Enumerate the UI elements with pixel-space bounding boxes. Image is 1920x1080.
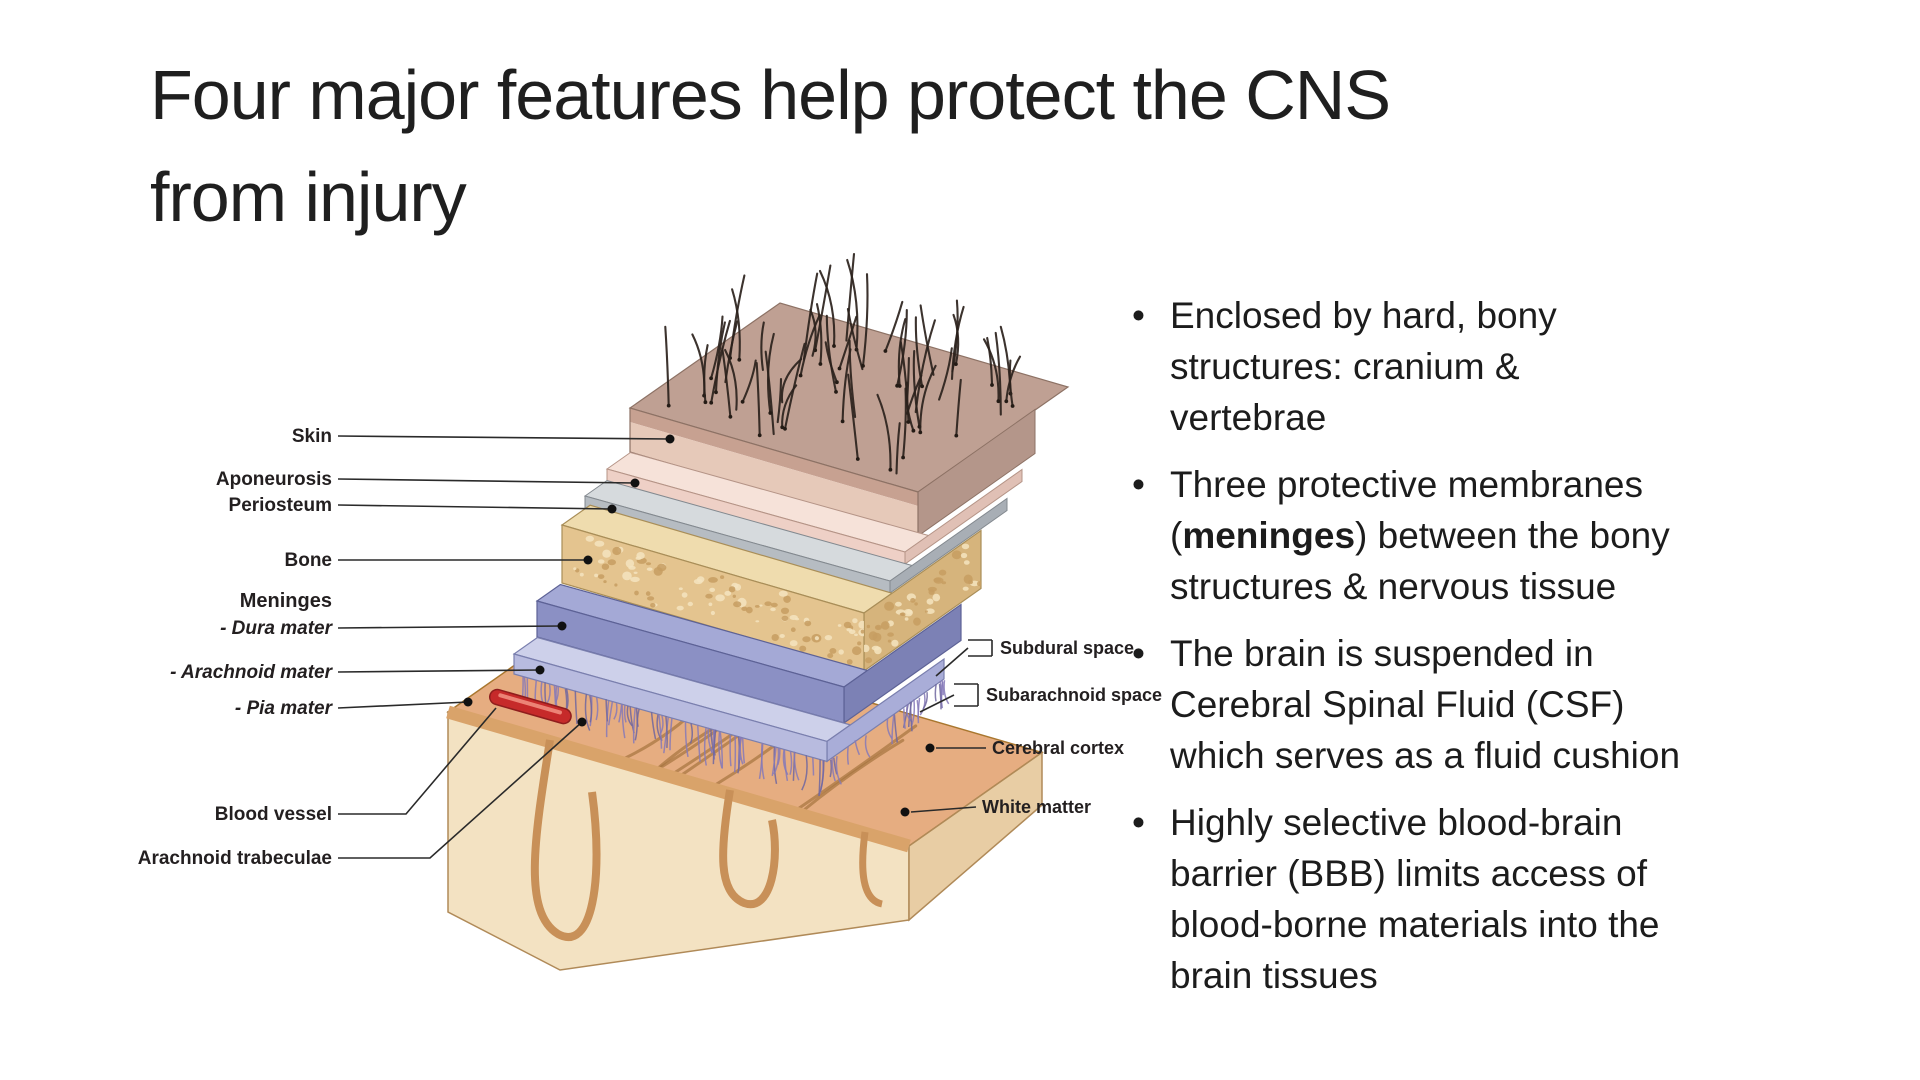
arachnoid-trabeculae-fringe [520,676,950,797]
subarachnoid-bracket [954,683,979,707]
brain-block [446,705,1043,971]
slide-title-line2: from injury [150,158,467,236]
bullet-marker: • [1132,295,1145,336]
label-arachnoid-mater: - Arachnoid mater [170,662,333,683]
bullet-marker: • [1132,464,1145,505]
aponeurosis-layer [605,451,1023,565]
label-arachnoid-trabeculae: Arachnoid trabeculae [138,848,332,869]
skin-layer [628,252,1070,537]
bullet-item-2: • Three protective membranes (meninges) … [1132,459,1680,612]
bullet-item-3: • The brain is suspended in Cerebral Spi… [1132,628,1680,781]
slide-title: Four major features help protect the CNS… [150,44,1391,248]
label-periosteum: Periosteum [229,495,332,516]
slide-title-line1: Four major features help protect the CNS [150,56,1391,134]
label-subdural-space: Subdural space [1000,638,1134,658]
bullet-item-1: • Enclosed by hard, bony structures: cra… [1132,290,1680,443]
bone-layer [560,504,982,673]
gyrus-sulcus-3 [859,831,884,908]
label-skin: Skin [292,426,332,447]
hair-strands [664,252,1022,475]
label-blood-vessel: Blood vessel [215,804,332,825]
label-aponeurosis: Aponeurosis [216,469,332,490]
leader-lines [337,434,993,859]
subdural-bracket [968,639,993,657]
bullet-list: • Enclosed by hard, bony structures: cra… [1132,290,1680,1017]
arachnoid-mater-layer [512,636,945,763]
label-pia-mater: - Pia mater [235,698,334,719]
cortex-band [446,705,911,853]
blood-vessel-graphic [488,688,572,725]
label-cerebral-cortex: Cerebral cortex [992,738,1124,758]
label-meninges: Meninges [240,590,332,612]
bullet-marker: • [1132,802,1145,843]
label-bone: Bone [285,550,333,571]
label-dura-mater: - Dura mater [220,618,334,639]
periosteum-layer [583,479,1008,594]
bone-spongy-texture-end [864,543,981,664]
label-white-matter: White matter [982,797,1091,817]
meninges-diagram: Skin Aponeurosis Periosteum Bone Meninge… [130,240,1170,1030]
figure-labels: Skin Aponeurosis Periosteum Bone Meninge… [138,426,1162,869]
gyrus-sulcus-1 [530,739,601,941]
gyrus-sulcus-2 [719,789,779,909]
bullet-item-4: • Highly selective blood-brain barrier (… [1132,797,1680,1001]
label-subarachnoid-space: Subarachnoid space [986,685,1162,705]
bone-spongy-texture [573,535,864,665]
dura-mater-layer [535,583,962,725]
meninges-diagram-svg: Skin Aponeurosis Periosteum Bone Meninge… [138,252,1162,971]
bullet-marker: • [1132,633,1145,674]
